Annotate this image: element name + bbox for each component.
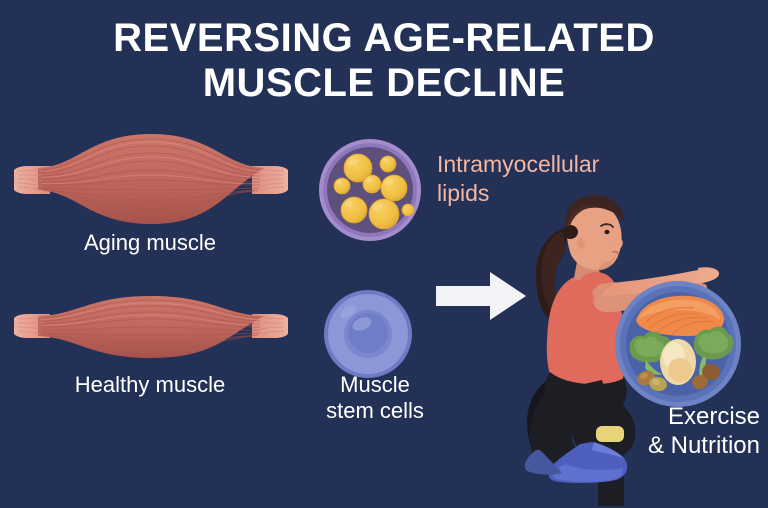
muscle-stem-cell — [322, 288, 414, 380]
muscle-stem-cells-label: Muscle stem cells — [326, 372, 424, 423]
woman-doing-squat — [512, 180, 722, 506]
intramyocellular-lipid-cell — [316, 136, 424, 244]
page-title: REVERSING AGE-RELATED MUSCLE DECLINE — [0, 16, 768, 106]
healthy-muscle-illustration — [8, 288, 294, 368]
title-line-2: MUSCLE DECLINE — [202, 61, 566, 105]
aging-muscle-label: Aging muscle — [83, 230, 217, 255]
exercise-nutrition-label: Exercise & Nutrition — [647, 403, 760, 459]
aging-muscle-illustration — [8, 130, 294, 230]
right-arrow — [434, 268, 528, 324]
intramyocellular-lipids-label: Intramyocellular lipids — [437, 151, 600, 206]
plate-of-food — [612, 278, 744, 410]
title-line-1: REVERSING AGE-RELATED — [113, 16, 655, 60]
healthy-muscle-label: Healthy muscle — [74, 372, 226, 397]
